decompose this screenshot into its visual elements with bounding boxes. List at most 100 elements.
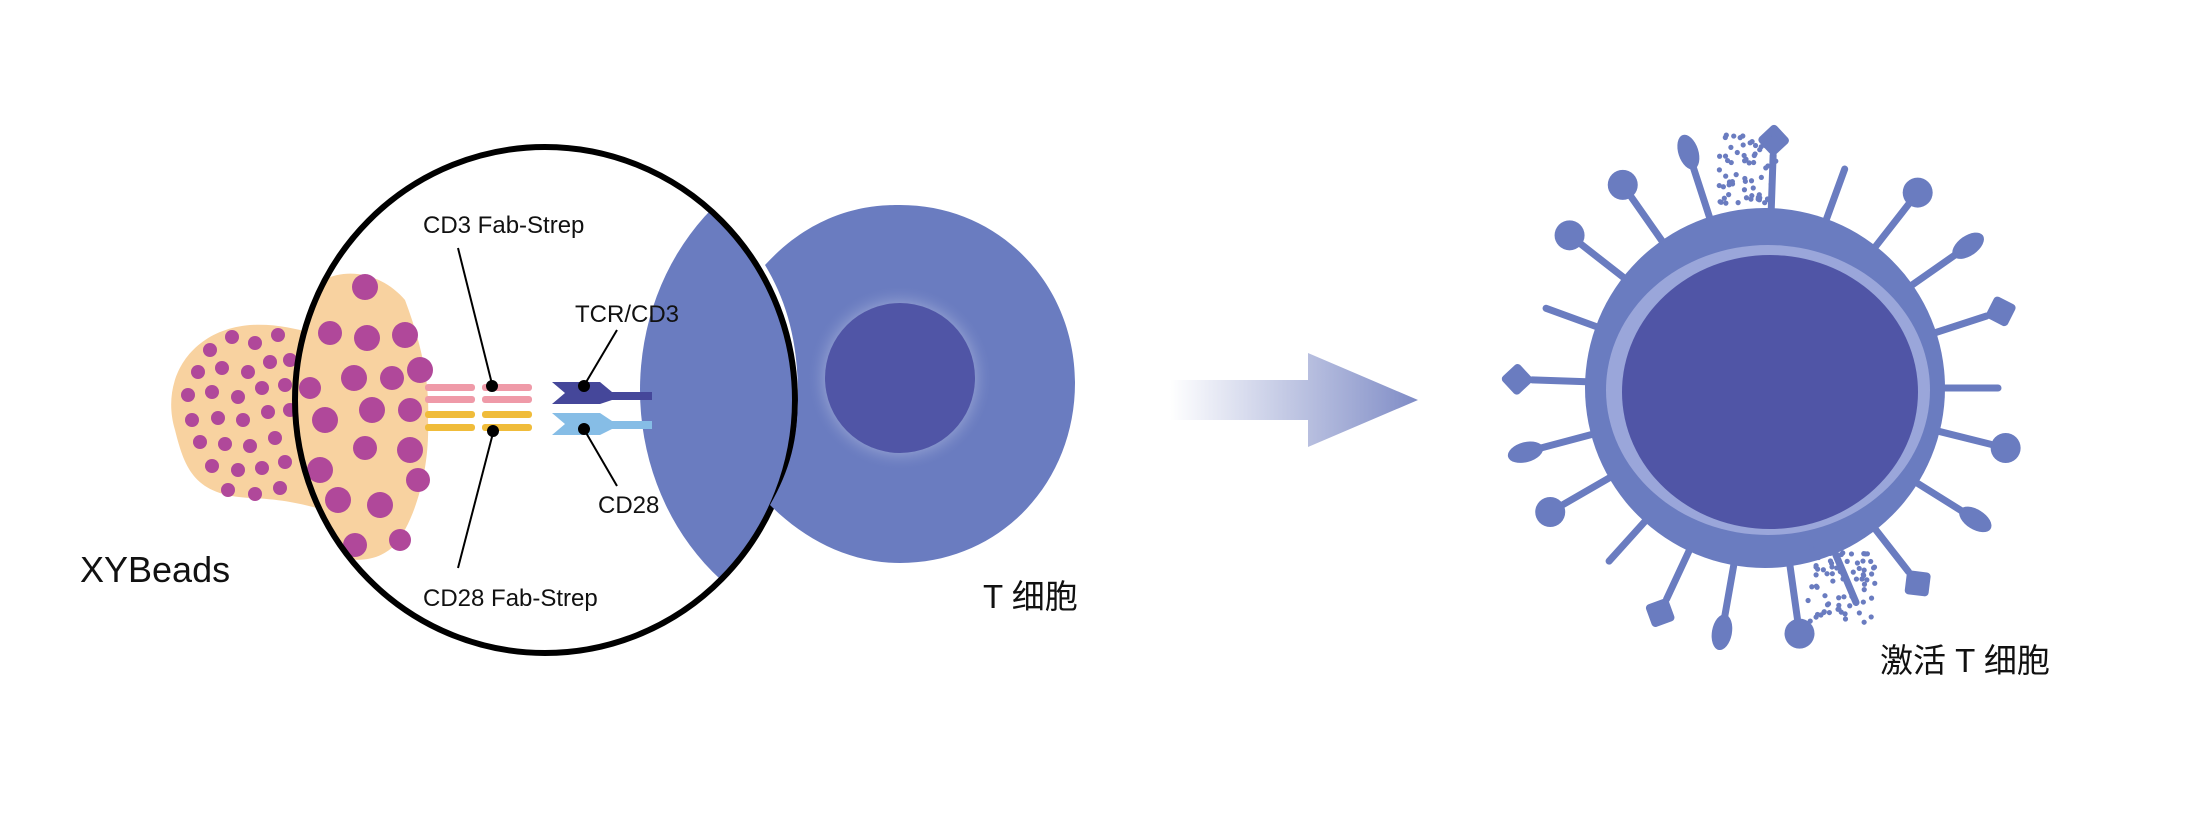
cd28-receptor bbox=[552, 413, 652, 435]
bead-dot bbox=[392, 322, 418, 348]
cytokine-dot bbox=[1841, 594, 1847, 600]
cytokine-dot bbox=[1726, 192, 1732, 198]
cytokine-dot bbox=[1807, 618, 1813, 624]
cytokine-dot bbox=[1813, 572, 1819, 578]
bead-dots-zoomed bbox=[299, 274, 433, 557]
t-cell bbox=[765, 205, 1075, 563]
cytokine-dot bbox=[1769, 145, 1775, 151]
receptor-head bbox=[1904, 570, 1931, 597]
cytokine-dot bbox=[1723, 132, 1729, 138]
bead-dot bbox=[268, 431, 282, 445]
cytokine-dot bbox=[1815, 554, 1822, 561]
cytokine-dot bbox=[1721, 195, 1727, 201]
cytokine-dot bbox=[1729, 178, 1735, 185]
bead-dot bbox=[191, 365, 205, 379]
cytokine-dot bbox=[1720, 184, 1726, 190]
cytokine-dot bbox=[1859, 576, 1865, 582]
cytokine-dot bbox=[1773, 158, 1779, 164]
receptor-stalk bbox=[1663, 545, 1694, 603]
receptor-head bbox=[1711, 614, 1733, 651]
bead-dot bbox=[398, 398, 422, 422]
leader-lines bbox=[457, 247, 618, 569]
cytokine-dot bbox=[1813, 583, 1819, 589]
receptor-stalk bbox=[1721, 559, 1738, 621]
t-cell-edge-zoomed bbox=[640, 147, 795, 635]
bead-dot bbox=[353, 436, 377, 460]
cytokine-dot bbox=[1735, 200, 1741, 206]
activation-arrow bbox=[1170, 353, 1418, 447]
receptor-head bbox=[1952, 232, 1984, 259]
bead-dot bbox=[397, 437, 423, 463]
bead-dot bbox=[218, 437, 232, 451]
zoom-circle: CD3 Fab-Strep TCR/CD3 CD28 CD28 Fab-Stre… bbox=[292, 144, 798, 656]
cytokine-dot bbox=[1829, 571, 1835, 577]
cytokine-dot bbox=[1728, 144, 1734, 150]
cytokine-dot bbox=[1750, 185, 1756, 191]
cytokine-dot bbox=[1733, 172, 1739, 178]
receptor-stalk bbox=[1822, 165, 1849, 225]
bead-dot bbox=[352, 274, 378, 300]
cytokine-dot bbox=[1861, 587, 1867, 593]
cytokine-dot bbox=[1762, 136, 1768, 142]
cytokine-dot bbox=[1853, 576, 1860, 582]
tcr-cd3-label: TCR/CD3 bbox=[575, 301, 679, 328]
bead-dot bbox=[283, 353, 297, 367]
receptor-stalk bbox=[1934, 427, 1995, 448]
cytokine-dot bbox=[1716, 167, 1722, 173]
bead-dot bbox=[325, 487, 351, 513]
cytokine-dot bbox=[1808, 545, 1814, 551]
bead-dot bbox=[367, 492, 393, 518]
cytokine-dot bbox=[1827, 547, 1834, 553]
cytokine-dot bbox=[1824, 571, 1830, 577]
cytokine-dot bbox=[1747, 140, 1753, 146]
cytokine-dot bbox=[1741, 187, 1748, 193]
receptor-head bbox=[1607, 169, 1638, 200]
cytokine-dot bbox=[1758, 174, 1764, 181]
cytokine-dot bbox=[1827, 558, 1834, 564]
cytokine-dot bbox=[1860, 599, 1866, 605]
bead-dot bbox=[205, 459, 219, 473]
cytokine-dot bbox=[1868, 558, 1874, 565]
cytokine-dot bbox=[1748, 196, 1754, 202]
receptor-stalk bbox=[1689, 162, 1714, 223]
cytokine-dot bbox=[1742, 178, 1748, 184]
receptor-stalk bbox=[1871, 200, 1912, 252]
receptor-stalk bbox=[1871, 524, 1912, 576]
cytokine-dot bbox=[1752, 151, 1758, 157]
cd3-fab-strep bbox=[425, 384, 532, 403]
bead-dot bbox=[193, 435, 207, 449]
cytokine-dot bbox=[1723, 200, 1729, 206]
cytokine-dot bbox=[1861, 581, 1868, 587]
receptor-head bbox=[1535, 497, 1566, 527]
cytokine-dot bbox=[1834, 565, 1840, 571]
bead-dot bbox=[236, 413, 250, 427]
cytokine-dot bbox=[1860, 572, 1866, 578]
activated-cell-nucleus bbox=[1622, 255, 1918, 529]
t-cell-label: T 细胞 bbox=[983, 578, 1078, 615]
cytokine-dot bbox=[1830, 578, 1836, 584]
cytokine-dot bbox=[1849, 593, 1855, 599]
cytokine-dot bbox=[1836, 595, 1842, 601]
receptor-head bbox=[1758, 124, 1789, 156]
cytokine-dot bbox=[1844, 558, 1850, 564]
cytokine-dot bbox=[1771, 134, 1777, 140]
receptor-head bbox=[1784, 618, 1815, 649]
cytokine-dot bbox=[1861, 567, 1867, 573]
receptor-head bbox=[1990, 432, 2021, 463]
cytokine-dot bbox=[1871, 564, 1878, 570]
cytokine-dot bbox=[1840, 550, 1846, 556]
cytokine-dot bbox=[1872, 580, 1878, 586]
cytokine-dot bbox=[1758, 144, 1764, 150]
bead-dot bbox=[407, 357, 433, 383]
activated-t-cell-label: 激活 T 细胞 bbox=[1880, 642, 2050, 679]
receptor-stalk bbox=[1536, 430, 1597, 452]
cytokine-dot bbox=[1813, 542, 1819, 549]
cytokine-dot bbox=[1746, 160, 1752, 166]
bead-dot bbox=[215, 361, 229, 375]
cytokine-dot bbox=[1752, 142, 1759, 149]
cytokine-dot bbox=[1836, 602, 1842, 608]
cytokine-dot bbox=[1740, 133, 1746, 139]
receptor-head bbox=[1507, 441, 1544, 463]
bead-dot bbox=[255, 461, 269, 475]
cytokine-dot bbox=[1741, 152, 1747, 159]
